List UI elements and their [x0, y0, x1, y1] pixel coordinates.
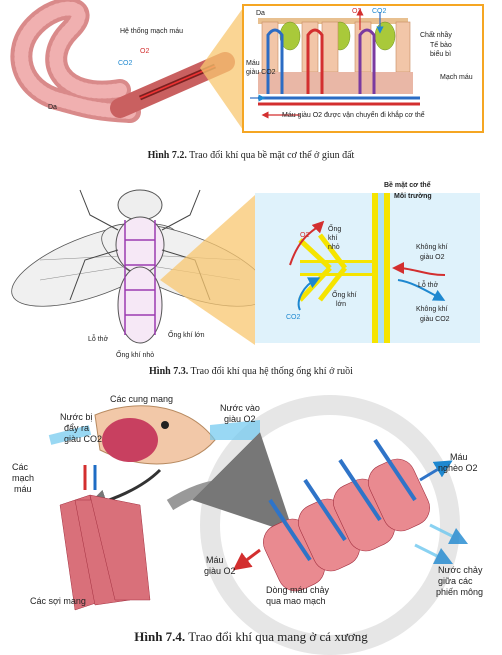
label-epithelial-1: Tế bào	[430, 42, 452, 49]
label-blood-vessel: Mạch máu	[440, 74, 473, 81]
label-blood-rich-1: Máu	[206, 555, 224, 565]
label-o2-fly: O2	[300, 232, 310, 239]
label-co2-fly: CO2	[286, 314, 301, 321]
label-blood-co2-2: giàu CO2	[246, 69, 276, 76]
caption-num-7-2: Hình 7.2.	[147, 150, 187, 161]
label-small-tube-left: Ống khí nhỏ	[116, 352, 155, 359]
label-blood-poor-2: nghèo O2	[438, 463, 478, 473]
caption-text-7-2: Trao đổi khí qua bề mặt cơ thể ở giun đấ…	[189, 150, 355, 161]
label-epithelial-2: biểu bì	[430, 51, 452, 58]
label-spiracle-right: Lỗ thở	[418, 282, 439, 289]
trachea-detail-box	[255, 193, 480, 343]
label-capillary-1: Dòng máu chảy	[266, 585, 330, 595]
label-environment: Môi trường	[394, 193, 432, 200]
label-vessels-1: Các	[12, 462, 29, 472]
label-spiracle-left: Lỗ thở	[88, 336, 109, 343]
label-water-between-3: phiến mông	[436, 587, 484, 597]
label-big-tube-2: lớn	[336, 301, 347, 308]
label-o2-worm: O2	[140, 48, 150, 55]
label-skin-worm: Da	[48, 104, 57, 111]
label-o2-detail: O2	[352, 8, 362, 15]
label-water-out-2: đẩy ra	[64, 423, 90, 433]
caption-fig-7-2: Hình 7.2. Trao đổi khí qua bề mặt cơ thể…	[0, 150, 502, 161]
label-blood-o2: Máu giàu O2 được vận chuyển đi khắp cơ t…	[282, 112, 425, 119]
label-water-between-2: giữa các	[438, 576, 473, 586]
caption-num-7-4: Hình 7.4.	[134, 629, 186, 644]
caption-fig-7-3: Hình 7.3. Trao đổi khí qua hệ thống ống …	[0, 366, 502, 377]
label-blood-rich-2: giàu O2	[204, 566, 236, 576]
label-vessels-3: máu	[14, 484, 32, 494]
label-air-co2-2: giàu CO2	[420, 316, 450, 323]
zoom-cone-2	[160, 195, 255, 345]
label-co2-detail: CO2	[372, 8, 387, 15]
label-small-tube-1: Ống	[328, 226, 342, 233]
label-body-surface: Bề mặt cơ thể	[384, 182, 431, 189]
caption-num-7-3: Hình 7.3.	[149, 366, 189, 377]
label-co2-worm: CO2	[118, 60, 133, 67]
label-water-in-2: giàu O2	[224, 414, 256, 424]
label-vessels-2: mạch	[12, 473, 35, 483]
label-air-o2-1: Không khí	[416, 244, 448, 251]
label-capillary-2: qua mao mạch	[266, 596, 326, 606]
label-water-between-1: Nước chảy	[438, 565, 483, 575]
label-mucus: Chất nhầy	[420, 32, 452, 39]
label-water-in-1: Nước vào	[220, 403, 260, 413]
label-air-co2-1: Không khí	[416, 306, 448, 313]
caption-text-7-4: Trao đổi khí qua mang ở cá xương	[188, 629, 368, 644]
label-vascular-system: Hệ thống mạch máu	[120, 28, 184, 35]
label-blood-co2-1: Máu	[246, 60, 260, 67]
label-big-tube-left: Ống khí lớn	[168, 332, 205, 339]
label-big-tube-1: Ống khí	[332, 292, 357, 299]
label-water-out-3: giàu CO2	[64, 434, 103, 444]
skin-detail-box	[242, 4, 484, 133]
label-small-tube-2: khí	[328, 235, 338, 242]
label-gill-arches: Các cung mang	[110, 394, 174, 404]
caption-fig-7-4: Hình 7.4. Trao đổi khí qua mang ở cá xươ…	[0, 629, 502, 645]
label-gill-filaments: Các sợi mang	[30, 596, 86, 606]
label-small-tube-3: nhỏ	[328, 244, 340, 251]
zoom-cone	[200, 8, 243, 130]
caption-text-7-3: Trao đổi khí qua hệ thống ống khí ở ruồi	[190, 366, 353, 377]
label-air-o2-2: giàu O2	[420, 254, 445, 261]
label-blood-poor-1: Máu	[450, 452, 468, 462]
label-water-out-1: Nước bị	[60, 412, 93, 422]
label-skin-detail: Da	[256, 10, 265, 17]
gill-illustration	[48, 395, 469, 655]
